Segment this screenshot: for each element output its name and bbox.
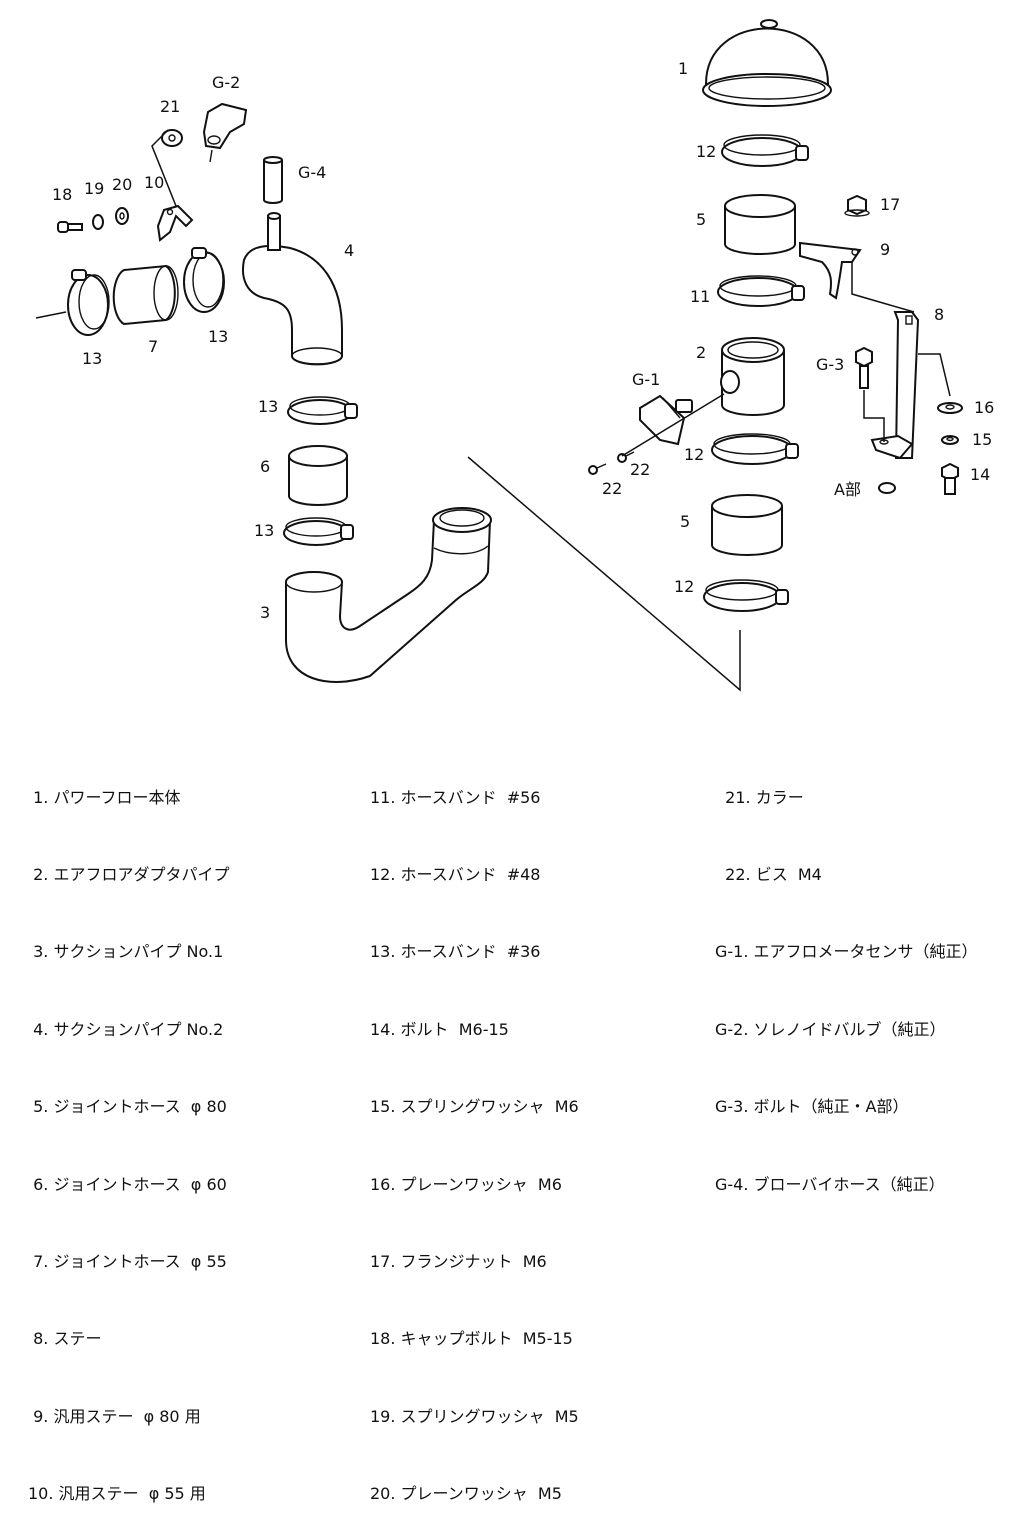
part-4-suction-pipe-no2 [242, 212, 343, 366]
legend-item: 7. ジョイントホース φ 55 [28, 1251, 227, 1271]
part-15-spring-washer [941, 435, 959, 445]
callout-13-upper-center: 13 [258, 397, 278, 416]
part-12-hose-band-middle [711, 433, 799, 465]
callout-13-mid-left: 13 [208, 327, 228, 346]
callout-11: 11 [690, 287, 710, 306]
callout-3: 3 [260, 603, 270, 622]
left-leader-lines [35, 129, 177, 319]
callout-g4: G-4 [298, 163, 326, 182]
callout-15: 15 [972, 430, 992, 449]
callout-18: 18 [52, 185, 72, 204]
callout-12-bottom: 12 [674, 577, 694, 596]
legend-item: 14. ボルト M6-15 [370, 1019, 509, 1039]
callout-7: 7 [148, 337, 158, 356]
part-22-screws [588, 451, 635, 475]
callout-19: 19 [84, 179, 104, 198]
callout-a-section: A部 [834, 480, 861, 499]
part-13-hose-band-mid-left [183, 247, 225, 313]
callout-1: 1 [678, 59, 688, 78]
callout-22-left: 22 [602, 479, 622, 498]
legend-item: 19. スプリングワッシャ M5 [370, 1406, 579, 1426]
legend-item: 4. サクションパイプ No.2 [28, 1019, 224, 1039]
callout-g3: G-3 [816, 355, 844, 374]
part-14-bolt [941, 462, 959, 495]
part-2-airflow-adapter-pipe [720, 337, 785, 416]
part-20-plain-washer [115, 207, 129, 225]
part-10-universal-stay [156, 204, 194, 242]
legend-item: 18. キャップボルト M5-15 [370, 1329, 573, 1349]
legend-item: 2. エアフロアダプタパイプ [28, 864, 230, 884]
right-leader-lines [467, 262, 951, 692]
legend-item: 9. 汎用ステー φ 80 用 [28, 1406, 201, 1426]
part-16-plain-washer [937, 402, 963, 414]
legend-item: 10. 汎用ステー φ 55 用 [28, 1484, 206, 1504]
callout-6: 6 [260, 457, 270, 476]
part-5-joint-hose-top [724, 194, 796, 255]
part-13-hose-band-upper-center [287, 396, 358, 425]
part-1-powerflow-body [702, 19, 832, 107]
callout-12-middle: 12 [684, 445, 704, 464]
legend-item: 13. ホースバンド #36 [370, 942, 541, 962]
callout-12-top: 12 [696, 142, 716, 161]
callout-22-right: 22 [630, 460, 650, 479]
callout-g2: G-2 [212, 73, 240, 92]
part-11-hose-band [717, 275, 805, 307]
part-g2-solenoid-valve [202, 102, 248, 163]
parts-legend-column-2: 11. ホースバンド #56 12. ホースバンド #48 13. ホースバンド… [370, 733, 579, 1533]
callout-14: 14 [970, 465, 990, 484]
callout-13-far-left: 13 [82, 349, 102, 368]
callout-8: 8 [934, 305, 944, 324]
legend-item: 22. ビス M4 [715, 864, 822, 884]
callout-4: 4 [344, 241, 354, 260]
part-9-universal-stay [799, 241, 862, 300]
part-21-collar [161, 129, 183, 147]
legend-item: 21. カラー [715, 787, 804, 807]
part-6-joint-hose [288, 445, 348, 506]
legend-item: G-2. ソレノイドバルブ（純正） [715, 1019, 946, 1039]
callout-20: 20 [112, 175, 132, 194]
parts-legend-column-3: 21. カラー 22. ビス M4 G-1. エアフロメータセンサ（純正） G-… [715, 733, 978, 1223]
part-13-hose-band-left [67, 269, 110, 336]
callout-10: 10 [144, 173, 164, 192]
a-section-ring [878, 482, 896, 494]
part-g4-blowby-hose [263, 156, 283, 204]
part-7-joint-hose [112, 264, 179, 326]
legend-item: 12. ホースバンド #48 [370, 864, 541, 884]
legend-item: G-1. エアフロメータセンサ（純正） [715, 942, 978, 962]
legend-item: 1. パワーフロー本体 [28, 787, 181, 807]
legend-item: 16. プレーンワッシャ M6 [370, 1174, 562, 1194]
legend-item: 5. ジョイントホース φ 80 [28, 1097, 227, 1117]
part-3-suction-pipe-no1 [285, 507, 492, 683]
legend-item: 3. サクションパイプ No.1 [28, 942, 224, 962]
part-12-hose-band-bottom [703, 579, 789, 612]
callout-g1: G-1 [632, 370, 660, 389]
callout-9: 9 [880, 240, 890, 259]
legend-item: G-4. ブローバイホース（純正） [715, 1174, 945, 1194]
legend-item: 6. ジョイントホース φ 60 [28, 1174, 227, 1194]
part-17-flange-nut [844, 194, 870, 217]
callout-16: 16 [974, 398, 994, 417]
part-5-joint-hose-bottom [711, 494, 783, 556]
callout-2: 2 [696, 343, 706, 362]
legend-item: 11. ホースバンド #56 [370, 787, 541, 807]
part-g3-bolt [855, 346, 873, 389]
callout-5-bottom: 5 [680, 512, 690, 531]
legend-item: 17. フランジナット M6 [370, 1251, 547, 1271]
legend-item: 20. プレーンワッシャ M5 [370, 1484, 562, 1504]
callout-13-lower-center: 13 [254, 521, 274, 540]
callout-21: 21 [160, 97, 180, 116]
exploded-parts-diagram: 1 12 5 17 9 11 8 2 G-1 G-3 16 15 14 22 2… [35, 19, 994, 692]
legend-item: 15. スプリングワッシャ M6 [370, 1097, 579, 1117]
callout-17: 17 [880, 195, 900, 214]
legend-item: 8. ステー [28, 1329, 102, 1349]
legend-item: G-3. ボルト（純正・A部） [715, 1097, 909, 1117]
part-18-cap-bolt [57, 221, 83, 233]
part-12-hose-band-top [721, 134, 809, 167]
part-g1-airflow-sensor [639, 394, 693, 446]
callout-5-top: 5 [696, 210, 706, 229]
part-19-spring-washer [92, 214, 104, 230]
parts-legend-column-1: 1. パワーフロー本体 2. エアフロアダプタパイプ 3. サクションパイプ N… [28, 733, 229, 1533]
part-8-stay [870, 311, 920, 460]
part-13-hose-band-lower-center [283, 517, 354, 546]
